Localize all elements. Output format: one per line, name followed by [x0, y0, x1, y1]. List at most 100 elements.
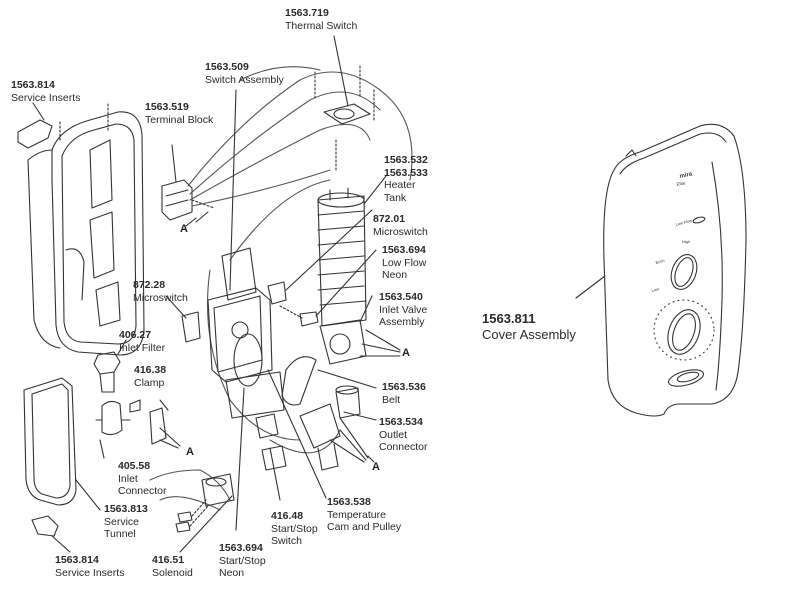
part-code: 1563.814 — [11, 79, 55, 91]
part-code: 872.28 — [133, 279, 166, 291]
part-name: Start/Stop — [271, 522, 318, 535]
part-name: Start/Stop — [219, 554, 266, 567]
part-name: Assembly — [379, 316, 425, 328]
part-name: Tank — [384, 191, 407, 204]
label-outlet-connector: 1563.534 Outlet Connector — [379, 416, 427, 454]
fixing-marker-a: A — [372, 461, 380, 473]
fixing-marker-a: A — [180, 223, 188, 235]
label-cover-assembly: 1563.811 Cover Assembly — [482, 311, 576, 343]
cover-low-label: Low — [651, 286, 659, 293]
label-service-inserts-top: 1563.814 Service Inserts — [11, 79, 80, 104]
part-name: Inlet — [118, 472, 138, 485]
part-code: 1563.532 — [384, 154, 428, 166]
label-service-tunnel: 1563.813 Service Tunnel — [104, 503, 148, 541]
label-start-stop-switch: 416.48 Start/Stop Switch — [271, 510, 318, 548]
switch-assembly-shape — [207, 89, 285, 419]
label-microswitch-872-01: 872.01 Microswitch — [373, 213, 428, 238]
part-name: Service Inserts — [55, 566, 125, 579]
label-temperature-cam-pulley: 1563.538 Temperature Cam and Pulley — [327, 496, 401, 534]
part-code: 1563.694 — [382, 244, 426, 256]
part-name: Outlet — [379, 428, 408, 441]
part-code: 416.48 — [271, 510, 304, 522]
part-name: Tunnel — [104, 528, 136, 540]
service-insert-top — [17, 102, 109, 149]
cover-econ-label: Econ — [655, 258, 665, 265]
inlet-valve-shape — [319, 295, 401, 365]
part-name: Clamp — [134, 376, 165, 389]
part-name: Microswitch — [133, 291, 188, 304]
label-inlet-connector: 405.58 Inlet Connector — [118, 460, 166, 498]
cover-brand: mira — [679, 171, 693, 180]
part-name: Inlet Filter — [119, 341, 166, 354]
service-tunnel-shape — [23, 377, 101, 553]
fixing-marker-a: A — [402, 347, 410, 359]
part-name: Neon — [219, 567, 245, 579]
fixing-marker-a: A — [186, 446, 194, 458]
part-code: 1563.538 — [327, 496, 371, 508]
label-microswitch-872-28: 872.28 Microswitch — [133, 279, 188, 304]
label-thermal-switch: 1563.719 Thermal Switch — [285, 7, 357, 32]
label-start-stop-neon: 1563.694 Start/Stop Neon — [219, 542, 266, 580]
label-inlet-filter: 406.27 Inlet Filter — [119, 329, 165, 354]
part-code: 1563.694 — [219, 542, 263, 554]
back-case — [27, 111, 145, 356]
cover-assembly-shape — [575, 123, 747, 417]
label-inlet-valve-assembly: 1563.540 Inlet Valve Assembly — [379, 291, 427, 329]
part-code: 1563.814 — [55, 554, 99, 566]
label-switch-assembly: 1563.509 Switch Assembly — [205, 61, 284, 86]
microswitch-shapes — [165, 209, 377, 343]
part-code: 416.38 — [134, 364, 167, 376]
part-code: 1563.811 — [482, 311, 536, 326]
part-name: Solenoid — [152, 566, 193, 579]
part-code: 405.58 — [118, 460, 151, 472]
part-name: Terminal Block — [145, 113, 214, 126]
outlet-connector-shape — [299, 385, 377, 471]
part-name: Low Flow — [382, 256, 427, 269]
part-name: Cover Assembly — [482, 327, 576, 342]
part-name: Inlet Valve — [379, 303, 428, 316]
part-code: 416.51 — [152, 554, 185, 566]
cover-low-flow-label: Low Flow — [675, 218, 693, 227]
part-code: 1563.540 — [379, 291, 423, 303]
part-code: 1563.536 — [382, 381, 426, 393]
part-code: 1563.519 — [145, 101, 189, 113]
part-name: Switch Assembly — [205, 73, 284, 86]
thermal-switch-shape — [314, 35, 375, 171]
lower-components — [175, 369, 327, 553]
part-name: Cam and Pulley — [327, 521, 402, 533]
label-service-inserts-bottom: 1563.814 Service Inserts — [55, 554, 124, 579]
part-code: 872.01 — [373, 213, 406, 225]
wiring-harness — [149, 66, 413, 511]
part-code: 1563.813 — [104, 503, 148, 515]
part-code: 406.27 — [119, 329, 152, 341]
inlet-filter-connector — [93, 339, 169, 459]
part-name: Connector — [379, 441, 428, 453]
part-name: Temperature — [327, 508, 386, 521]
part-code: 1563.509 — [205, 61, 249, 73]
label-terminal-block: 1563.519 Terminal Block — [145, 101, 213, 126]
part-code: 1563.719 — [285, 7, 329, 19]
part-name: Connector — [118, 485, 167, 497]
part-name: Service Inserts — [11, 91, 81, 104]
part-name: Thermal Switch — [285, 19, 358, 32]
label-low-flow-neon: 1563.694 Low Flow Neon — [382, 244, 426, 282]
cover-high-label: High — [682, 239, 690, 244]
label-heater-tank: 1563.532 1563.533 Heater Tank — [384, 154, 428, 204]
part-name: Switch — [271, 535, 302, 547]
label-belt: 1563.536 Belt — [382, 381, 426, 406]
label-solenoid: 416.51 Solenoid — [152, 554, 193, 579]
terminal-block-shape — [161, 144, 215, 223]
part-code: 1563.534 — [379, 416, 423, 428]
part-name: Microswitch — [373, 225, 428, 238]
fixing-leaders — [159, 217, 375, 463]
heater-tank-shape — [317, 175, 387, 327]
cover-model: Elite — [676, 180, 686, 187]
belt-shape — [281, 356, 377, 406]
part-name: Heater — [384, 179, 416, 191]
label-clamp: 416.38 Clamp — [134, 364, 166, 389]
part-name: Service — [104, 515, 140, 528]
part-code-alt: 1563.533 — [384, 166, 428, 179]
part-name: Neon — [382, 269, 408, 281]
part-name: Belt — [382, 393, 401, 406]
